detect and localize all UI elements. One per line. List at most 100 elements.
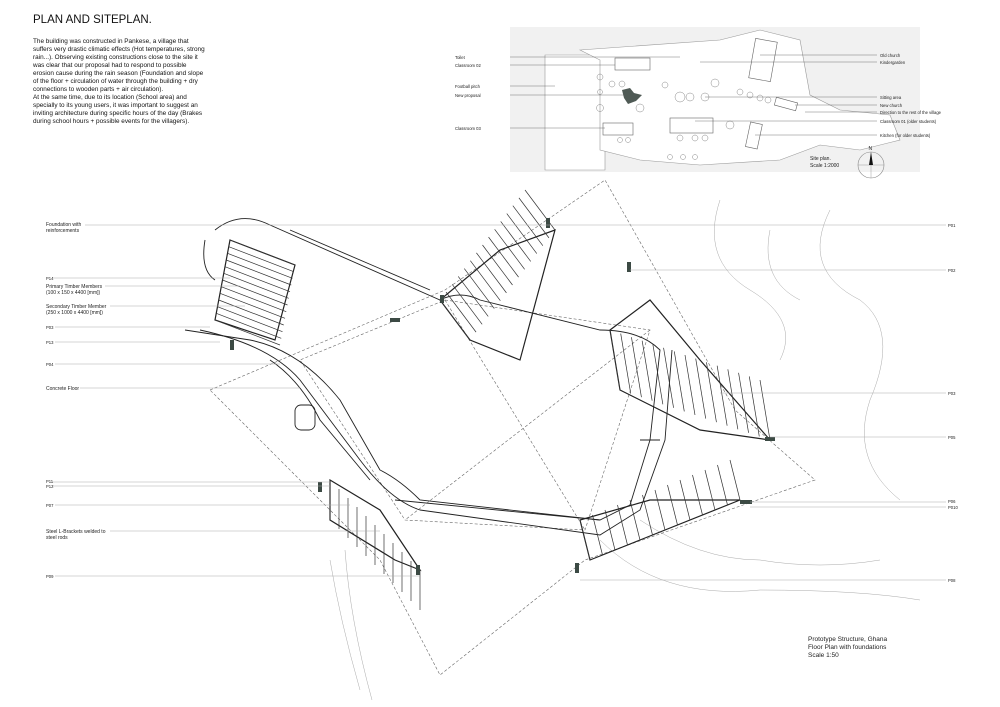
classroom-01-shape bbox=[669, 117, 714, 134]
foundation-block bbox=[740, 500, 752, 504]
label-concrete-floor: Concrete Floor bbox=[46, 386, 79, 392]
timber-member bbox=[216, 313, 282, 339]
timber-member bbox=[663, 347, 674, 408]
floor-left-labels: Foundation with reinforcements P14 Prima… bbox=[46, 222, 107, 579]
timber-member bbox=[227, 253, 293, 279]
new-proposal-marker bbox=[622, 88, 642, 104]
label-p04: P04 bbox=[46, 362, 54, 367]
label-primary-timber-dims: (100 x 150 x 4400 [mm]) bbox=[46, 290, 101, 296]
foundations bbox=[230, 218, 775, 575]
label-direction: Direction to the rest of the village bbox=[880, 110, 942, 115]
timber-member bbox=[631, 337, 642, 398]
floor-right-labels: P01 P02 P03 P05 P06 P010 P08 bbox=[948, 223, 958, 583]
timber-member bbox=[727, 369, 739, 430]
site-plan-scale: Scale 1:2000 bbox=[810, 163, 839, 169]
timber-member bbox=[482, 244, 513, 286]
label-p08: P08 bbox=[948, 578, 956, 583]
timber-member bbox=[445, 291, 477, 333]
timber-member bbox=[729, 459, 741, 501]
label-secondary-timber: Secondary Timber Member bbox=[46, 304, 107, 310]
label-p03-left: P03 bbox=[46, 325, 54, 330]
timber-members-hatch bbox=[214, 189, 771, 610]
label-p01: P01 bbox=[948, 223, 956, 228]
label-new-church: New church bbox=[880, 103, 903, 108]
label-p07: P07 bbox=[46, 503, 54, 508]
label-p09: P09 bbox=[46, 574, 54, 579]
foundation-block bbox=[318, 482, 322, 492]
foundation-block bbox=[230, 340, 234, 350]
page-title: PLAN AND SITEPLAN. bbox=[33, 14, 152, 26]
timber-member bbox=[692, 474, 703, 516]
timber-member bbox=[222, 279, 288, 306]
label-p03-right: P03 bbox=[948, 391, 956, 396]
site-left-labels: Toilet Classroom 02 Football pitch New p… bbox=[455, 55, 482, 131]
label-p05: P05 bbox=[948, 435, 956, 440]
timber-member bbox=[500, 221, 531, 262]
foundation-block bbox=[627, 262, 631, 272]
new-church-shape bbox=[773, 96, 799, 112]
label-old-church: Old church bbox=[880, 53, 901, 58]
timber-member bbox=[214, 319, 281, 346]
site-trees bbox=[596, 73, 772, 160]
concrete-floor-outline bbox=[184, 218, 673, 536]
foundation-block bbox=[416, 565, 420, 575]
timber-member bbox=[604, 509, 616, 551]
foundation-block bbox=[765, 437, 775, 441]
timber-member bbox=[217, 306, 283, 332]
timber-member bbox=[738, 372, 749, 433]
foundation-block bbox=[546, 218, 550, 228]
timber-member bbox=[684, 354, 696, 416]
timber-member bbox=[224, 266, 291, 292]
floor-leader-lines bbox=[52, 224, 946, 581]
timber-member bbox=[673, 351, 685, 412]
timber-member bbox=[579, 519, 591, 561]
label-primary-timber: Primary Timber Members bbox=[46, 284, 103, 290]
timber-member bbox=[229, 239, 296, 266]
north-arrow-icon: N bbox=[857, 146, 885, 179]
label-kitchen: Kitchen (for older students) bbox=[880, 133, 931, 138]
label-sitting-area: Sitting area bbox=[880, 95, 902, 100]
timber-member bbox=[641, 340, 653, 401]
label-toilet: Toilet bbox=[455, 55, 466, 60]
label-foundation-2: reinforcements bbox=[46, 228, 80, 234]
timber-member bbox=[219, 293, 286, 319]
contour-lines bbox=[329, 199, 921, 701]
timber-member bbox=[228, 246, 294, 272]
timber-member bbox=[464, 268, 495, 309]
timber-member bbox=[457, 276, 489, 317]
classroom-03-shape bbox=[602, 122, 634, 136]
timber-member bbox=[221, 286, 287, 312]
floor-plan-caption: Prototype Structure, Ghana bbox=[808, 636, 888, 643]
timber-member bbox=[592, 514, 603, 556]
timber-member bbox=[476, 252, 507, 294]
kitchen-shape bbox=[745, 121, 763, 150]
label-p010: P010 bbox=[948, 505, 958, 510]
timber-wings bbox=[214, 229, 772, 572]
football-pitch-shape bbox=[544, 54, 606, 171]
timber-member bbox=[609, 329, 621, 391]
timber-member bbox=[494, 229, 525, 270]
timber-member bbox=[695, 358, 707, 419]
site-right-labels: Old church Kindergarden Sitting area New… bbox=[880, 53, 942, 138]
label-p14: P14 bbox=[46, 276, 54, 281]
timber-member bbox=[506, 213, 538, 254]
foundation-block bbox=[575, 563, 579, 573]
timber-member bbox=[717, 464, 728, 506]
label-p06: P06 bbox=[948, 499, 956, 504]
timber-member bbox=[667, 484, 678, 526]
foundation-block bbox=[390, 318, 400, 322]
timber-member bbox=[652, 344, 664, 405]
label-steel-brackets-2: steel rods bbox=[46, 535, 68, 541]
timber-member bbox=[642, 494, 653, 536]
timber-member bbox=[226, 259, 292, 286]
label-foundation: Foundation with bbox=[46, 222, 82, 228]
timber-member bbox=[716, 365, 728, 426]
label-classroom-01: Classroom 01 (older students) bbox=[880, 119, 937, 124]
timber-member bbox=[679, 479, 691, 521]
label-kindergarden: Kindergarden bbox=[880, 60, 906, 65]
label-steel-brackets: Steel L-Brackets welded to bbox=[46, 529, 106, 535]
floor-plan-scale: Scale 1:50 bbox=[808, 652, 839, 659]
timber-member bbox=[218, 299, 284, 326]
north-label: N bbox=[869, 146, 873, 152]
